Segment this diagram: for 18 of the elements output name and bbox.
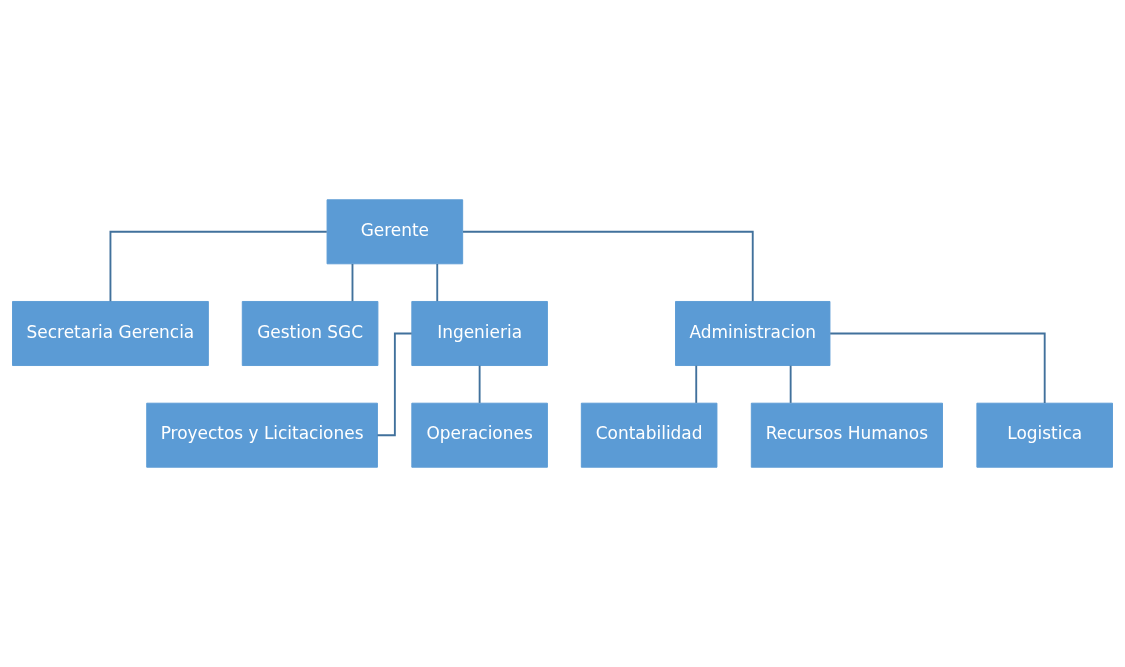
node-box: Proyectos y Licitaciones [146,402,378,468]
connector [462,230,754,303]
node-box: Recursos Humanos [750,402,943,468]
node-box: Administracion [675,301,831,366]
connector [351,263,354,303]
node-box: Gestion SGC [241,301,379,366]
connector [829,332,1046,404]
connector [109,230,328,303]
node-box: Contabilidad [580,402,718,468]
node-box: Secretaria Gerencia [12,301,209,366]
node-box: Operaciones [411,402,548,468]
connector [695,364,698,404]
node-box: Gerente [326,199,464,265]
connector [478,364,481,404]
connector [789,364,792,404]
connector [436,263,439,303]
node-box: Logistica [976,402,1113,468]
node-box: Ingenieria [411,301,548,366]
